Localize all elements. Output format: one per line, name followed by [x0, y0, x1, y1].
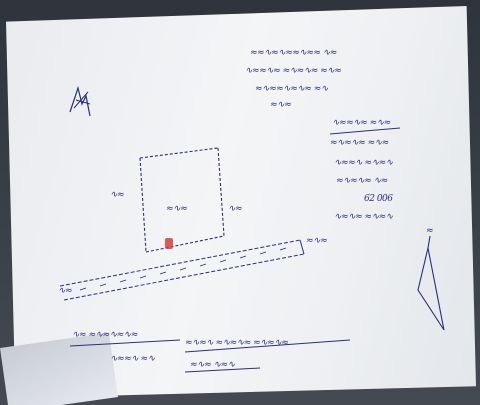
road-start-label: ∿≈	[58, 286, 73, 296]
road-band	[59, 239, 305, 301]
red-marker	[165, 238, 173, 249]
note-line-7: ∿≈≈∿ ≈∿≈∿	[334, 158, 393, 168]
note-line-1: ≈≈∿≈∿≈≈∿≈≈ ∿≈	[250, 48, 337, 58]
note-line-4: ≈∿≈	[270, 100, 292, 110]
bottom-note-1: ∿≈ ≈∿≈∿≈∿≈	[72, 330, 138, 340]
bottom-note-2: ≈∿≈∿ ≈∿≈∿≈ ≈∿≈∿≈	[185, 338, 289, 348]
number-box-label: 62 006	[364, 194, 393, 204]
scribble-mark	[69, 85, 91, 117]
note-line-2: ∿≈≈∿≈ ≈∿≈∿≈ ≈∿≈	[245, 66, 342, 76]
note-line-5: ∿≈≈∿≈ ≈∿≈	[332, 118, 391, 128]
plot-right-label: ∿≈	[228, 204, 243, 214]
note-line-6: ≈∿≈∿≈ ≈∿≈	[330, 138, 389, 148]
plot-left-label: ∿≈	[110, 190, 125, 200]
north-label: ≈	[426, 226, 434, 236]
note-line-3: ≈∿≈≈∿≈∿≈ ≈∿	[255, 84, 328, 94]
plot-boundary	[139, 147, 225, 253]
note-line-8: ≈∿≈∿≈ ∿≈	[336, 176, 388, 186]
note-line-9: ∿≈∿≈ ≈∿≈∿	[334, 212, 393, 222]
text-underlines	[69, 127, 401, 373]
plot-center-label: ≈∿≈	[166, 204, 188, 214]
road-ticks	[79, 247, 287, 291]
north-arrow	[417, 235, 445, 331]
bottom-note-4: ≈∿≈ ∿≈∿	[190, 360, 235, 370]
paper-sheet	[6, 6, 476, 398]
road-label: ≈∿≈	[306, 236, 328, 246]
bottom-note-3: ∿≈≈∿ ≈∿	[110, 354, 155, 364]
